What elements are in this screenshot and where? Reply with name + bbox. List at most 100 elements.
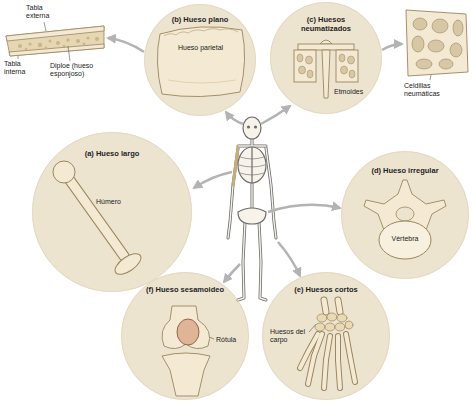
hand-bones — [337, 314, 347, 322]
skeleton — [228, 185, 233, 238]
ethmoid-bone — [297, 54, 303, 62]
skeleton — [259, 222, 266, 300]
bone-name: Etmoides — [334, 88, 363, 95]
ethmoid-bone — [298, 44, 354, 50]
bone-name: Vértebra — [392, 235, 419, 242]
hand-bones — [346, 334, 350, 356]
bone-type-heading-box: (d) Hueso irregular — [341, 167, 469, 176]
air-cells-detail — [432, 19, 448, 33]
skeleton — [247, 125, 250, 128]
bone-type-circle: (c) Huesos neumatizadosEtmoides — [270, 2, 382, 114]
bone-type-circle: (b) Hueso planoHueso parietal — [144, 4, 256, 116]
hand-bones — [335, 323, 345, 331]
skeleton — [251, 147, 252, 183]
leader-line — [18, 56, 19, 59]
bone-section — [83, 43, 86, 46]
air-cells-detail — [439, 59, 453, 69]
bone-type-circle: (e) Huesos cortosHuesos del carpo — [262, 272, 390, 400]
circle-ground — [32, 2, 469, 400]
circle-ground — [341, 151, 469, 279]
hand-bones — [308, 356, 314, 384]
bone-type-heading: (c) Huesos neumatizados — [301, 15, 351, 33]
circle-ground — [262, 272, 390, 400]
skeleton — [238, 222, 245, 300]
hand-bones — [345, 321, 353, 329]
hand-bones — [338, 300, 340, 312]
bone-name: Hueso parietal — [178, 44, 223, 51]
part-label: Tabla interna — [4, 60, 25, 75]
pointer-arrow — [108, 38, 402, 282]
knee-bones — [162, 306, 210, 349]
bone-type-heading-box: (b) Hueso plano — [144, 16, 256, 25]
parietal-bone — [157, 27, 244, 97]
bone-type-heading-box: (f) Hueso sesamoideo — [121, 286, 249, 295]
air-cells-detail — [428, 40, 444, 52]
circle-outline — [122, 273, 249, 400]
bone-type-heading: (a) Hueso largo — [85, 149, 140, 158]
skeleton — [228, 148, 238, 238]
bone-type-heading: (e) Huesos cortos — [294, 285, 357, 294]
parietal-bone — [157, 27, 244, 97]
bone-type-circle: (f) Hueso sesamoideoRótula — [121, 272, 249, 400]
ethmoid-bone — [306, 56, 313, 64]
hand-bones — [346, 334, 350, 356]
bone-section — [86, 36, 89, 39]
hand-bones — [350, 356, 355, 382]
part-label-box: Tabla externa — [26, 4, 64, 20]
humerus-bone — [64, 172, 124, 256]
hand-bones — [338, 360, 340, 388]
circle-outline — [342, 152, 469, 279]
hand-bones — [324, 300, 340, 312]
pointer-arrow — [224, 264, 240, 282]
air-cells-detail — [416, 59, 432, 69]
ethmoid-bone — [348, 56, 355, 64]
hand-bones — [338, 360, 340, 388]
hand-bones — [315, 323, 325, 331]
bone-type-heading: (f) Hueso sesamoideo — [146, 285, 224, 294]
vertebra-bone — [396, 207, 414, 221]
part-label: Diploe (hueso esponjoso) — [50, 62, 93, 77]
air-cells-detail — [450, 43, 462, 57]
pointer-arrow — [268, 205, 340, 212]
ethmoid-bone — [297, 54, 355, 78]
bone-name: Húmero — [96, 198, 121, 205]
bone-section — [18, 36, 99, 50]
skeleton — [233, 148, 238, 185]
skeleton — [228, 139, 276, 300]
hand-bones — [326, 336, 330, 360]
hand-bones — [300, 300, 355, 388]
hand-bones — [317, 314, 327, 322]
knee-bones — [162, 306, 210, 396]
hand-bones — [314, 334, 322, 356]
circle-ground — [144, 4, 256, 116]
circle-ground — [121, 272, 249, 400]
hand-bones — [324, 360, 326, 388]
parietal-bone — [164, 29, 238, 36]
hand-bones — [326, 336, 330, 360]
circle-outline — [33, 133, 192, 292]
bone-type-heading: (b) Hueso plano — [172, 15, 229, 24]
hand-bones — [324, 300, 326, 312]
bone-name-box: Vértebra — [341, 235, 469, 243]
hand-bones — [308, 356, 314, 384]
skeleton — [228, 117, 276, 300]
hand-bones — [325, 323, 335, 331]
vertebra-bone — [364, 180, 446, 259]
bone-type-circle: (a) Hueso largoHúmero — [32, 132, 192, 292]
bone-section — [6, 26, 104, 41]
bone-type-heading-box: (a) Hueso largo — [32, 150, 192, 159]
ethmoid-bone — [339, 54, 345, 62]
ethmoid-bone — [299, 66, 306, 74]
part-label-box: Diploe (hueso esponjoso) — [50, 62, 108, 78]
air-cells-detail — [406, 10, 468, 76]
bone-section — [18, 44, 22, 48]
bone-type-heading: (d) Hueso irregular — [371, 166, 438, 175]
hand-bones — [350, 356, 355, 382]
bone-name: Rótula — [216, 336, 236, 343]
humerus-bone — [64, 172, 124, 256]
bone-section — [6, 26, 104, 56]
pointer-arrow — [194, 172, 232, 188]
humerus-bone — [112, 250, 145, 279]
bone-section — [56, 41, 60, 45]
